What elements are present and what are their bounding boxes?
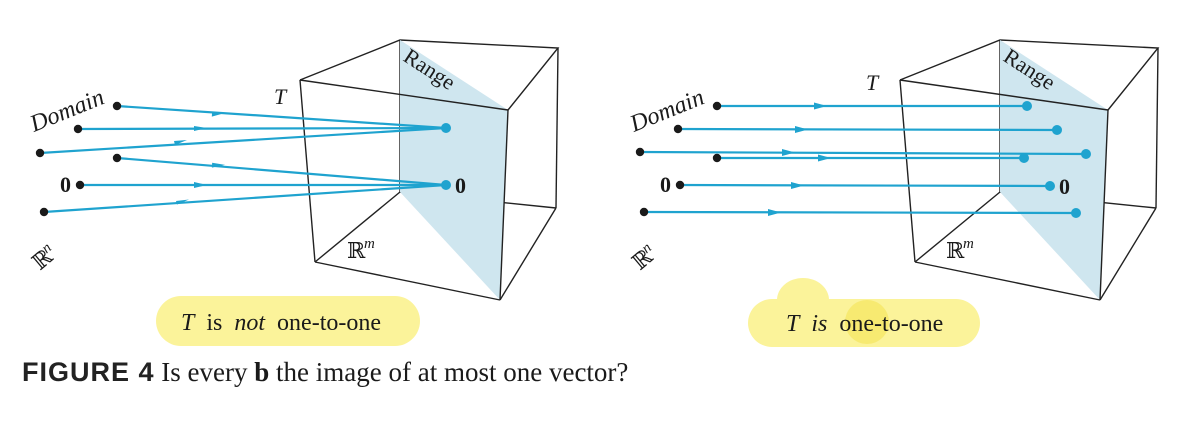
left-rm-symbol: ℝ (347, 238, 366, 263)
left-rn-label: ℝ n (27, 240, 58, 275)
right-zero-domain: 0 (660, 172, 671, 197)
left-hl-rest: one-to-one (277, 310, 381, 336)
caption-post: the image of at most one vector? (276, 357, 629, 387)
right-rn-label: ℝ n (627, 240, 658, 275)
left-hl-T: T (181, 310, 196, 336)
right-domain-points (635, 101, 722, 217)
right-arrow-3 (639, 150, 1087, 156)
right-rm-label: ℝ m (946, 236, 974, 263)
left-panel: Domain T Range 0 0 ℝ n ℝ m T is not one-… (26, 39, 560, 346)
left-hl-is: is (206, 310, 222, 336)
figure-caption: FIGURE 4 Is every b the image of at most… (22, 357, 628, 388)
left-arrow-3 (39, 126, 447, 155)
caption-pre: Is every (161, 357, 248, 387)
right-mapping-arrows (639, 104, 1087, 215)
left-map-label-T: T (274, 84, 288, 109)
right-arrow-6 (643, 210, 1077, 215)
right-arrowheads (768, 102, 831, 216)
right-hl-is: is (811, 311, 827, 337)
right-range-points (1019, 101, 1091, 218)
right-arrow-2 (677, 127, 1058, 132)
left-domain-points (35, 101, 122, 217)
left-arrow-6 (43, 183, 447, 214)
left-rm-exponent: m (364, 236, 375, 252)
left-arrow-1 (116, 104, 447, 130)
right-hl-T: T (786, 311, 801, 337)
left-highlight-text: T is not one-to-one (181, 310, 381, 336)
right-highlight-text: T is one-to-one (786, 311, 943, 337)
caption-bold-b: b (254, 357, 270, 387)
left-range-points (441, 123, 451, 190)
left-arrowheads (174, 111, 226, 205)
right-rm-symbol: ℝ (946, 238, 965, 263)
right-hl-rest: one-to-one (839, 311, 943, 337)
left-highlight (156, 296, 420, 346)
left-rm-label: ℝ m (347, 236, 375, 263)
left-zero-domain: 0 (60, 172, 71, 197)
right-arrow-5 (679, 183, 1051, 188)
right-map-label-T: T (866, 70, 880, 95)
left-zero-range: 0 (455, 173, 466, 198)
left-hl-not: not (234, 310, 266, 336)
figure-number: FIGURE 4 (22, 357, 155, 387)
right-rm-exponent: m (963, 236, 974, 252)
right-zero-range: 0 (1059, 174, 1070, 199)
left-arrow-4 (116, 156, 447, 187)
left-mapping-arrows (39, 104, 447, 214)
left-arrow-2 (77, 126, 447, 131)
right-highlight (748, 278, 980, 347)
right-panel: Domain T Range 0 0 ℝ n ℝ m T is one-to-o… (626, 39, 1160, 347)
left-range-plane (400, 40, 508, 300)
